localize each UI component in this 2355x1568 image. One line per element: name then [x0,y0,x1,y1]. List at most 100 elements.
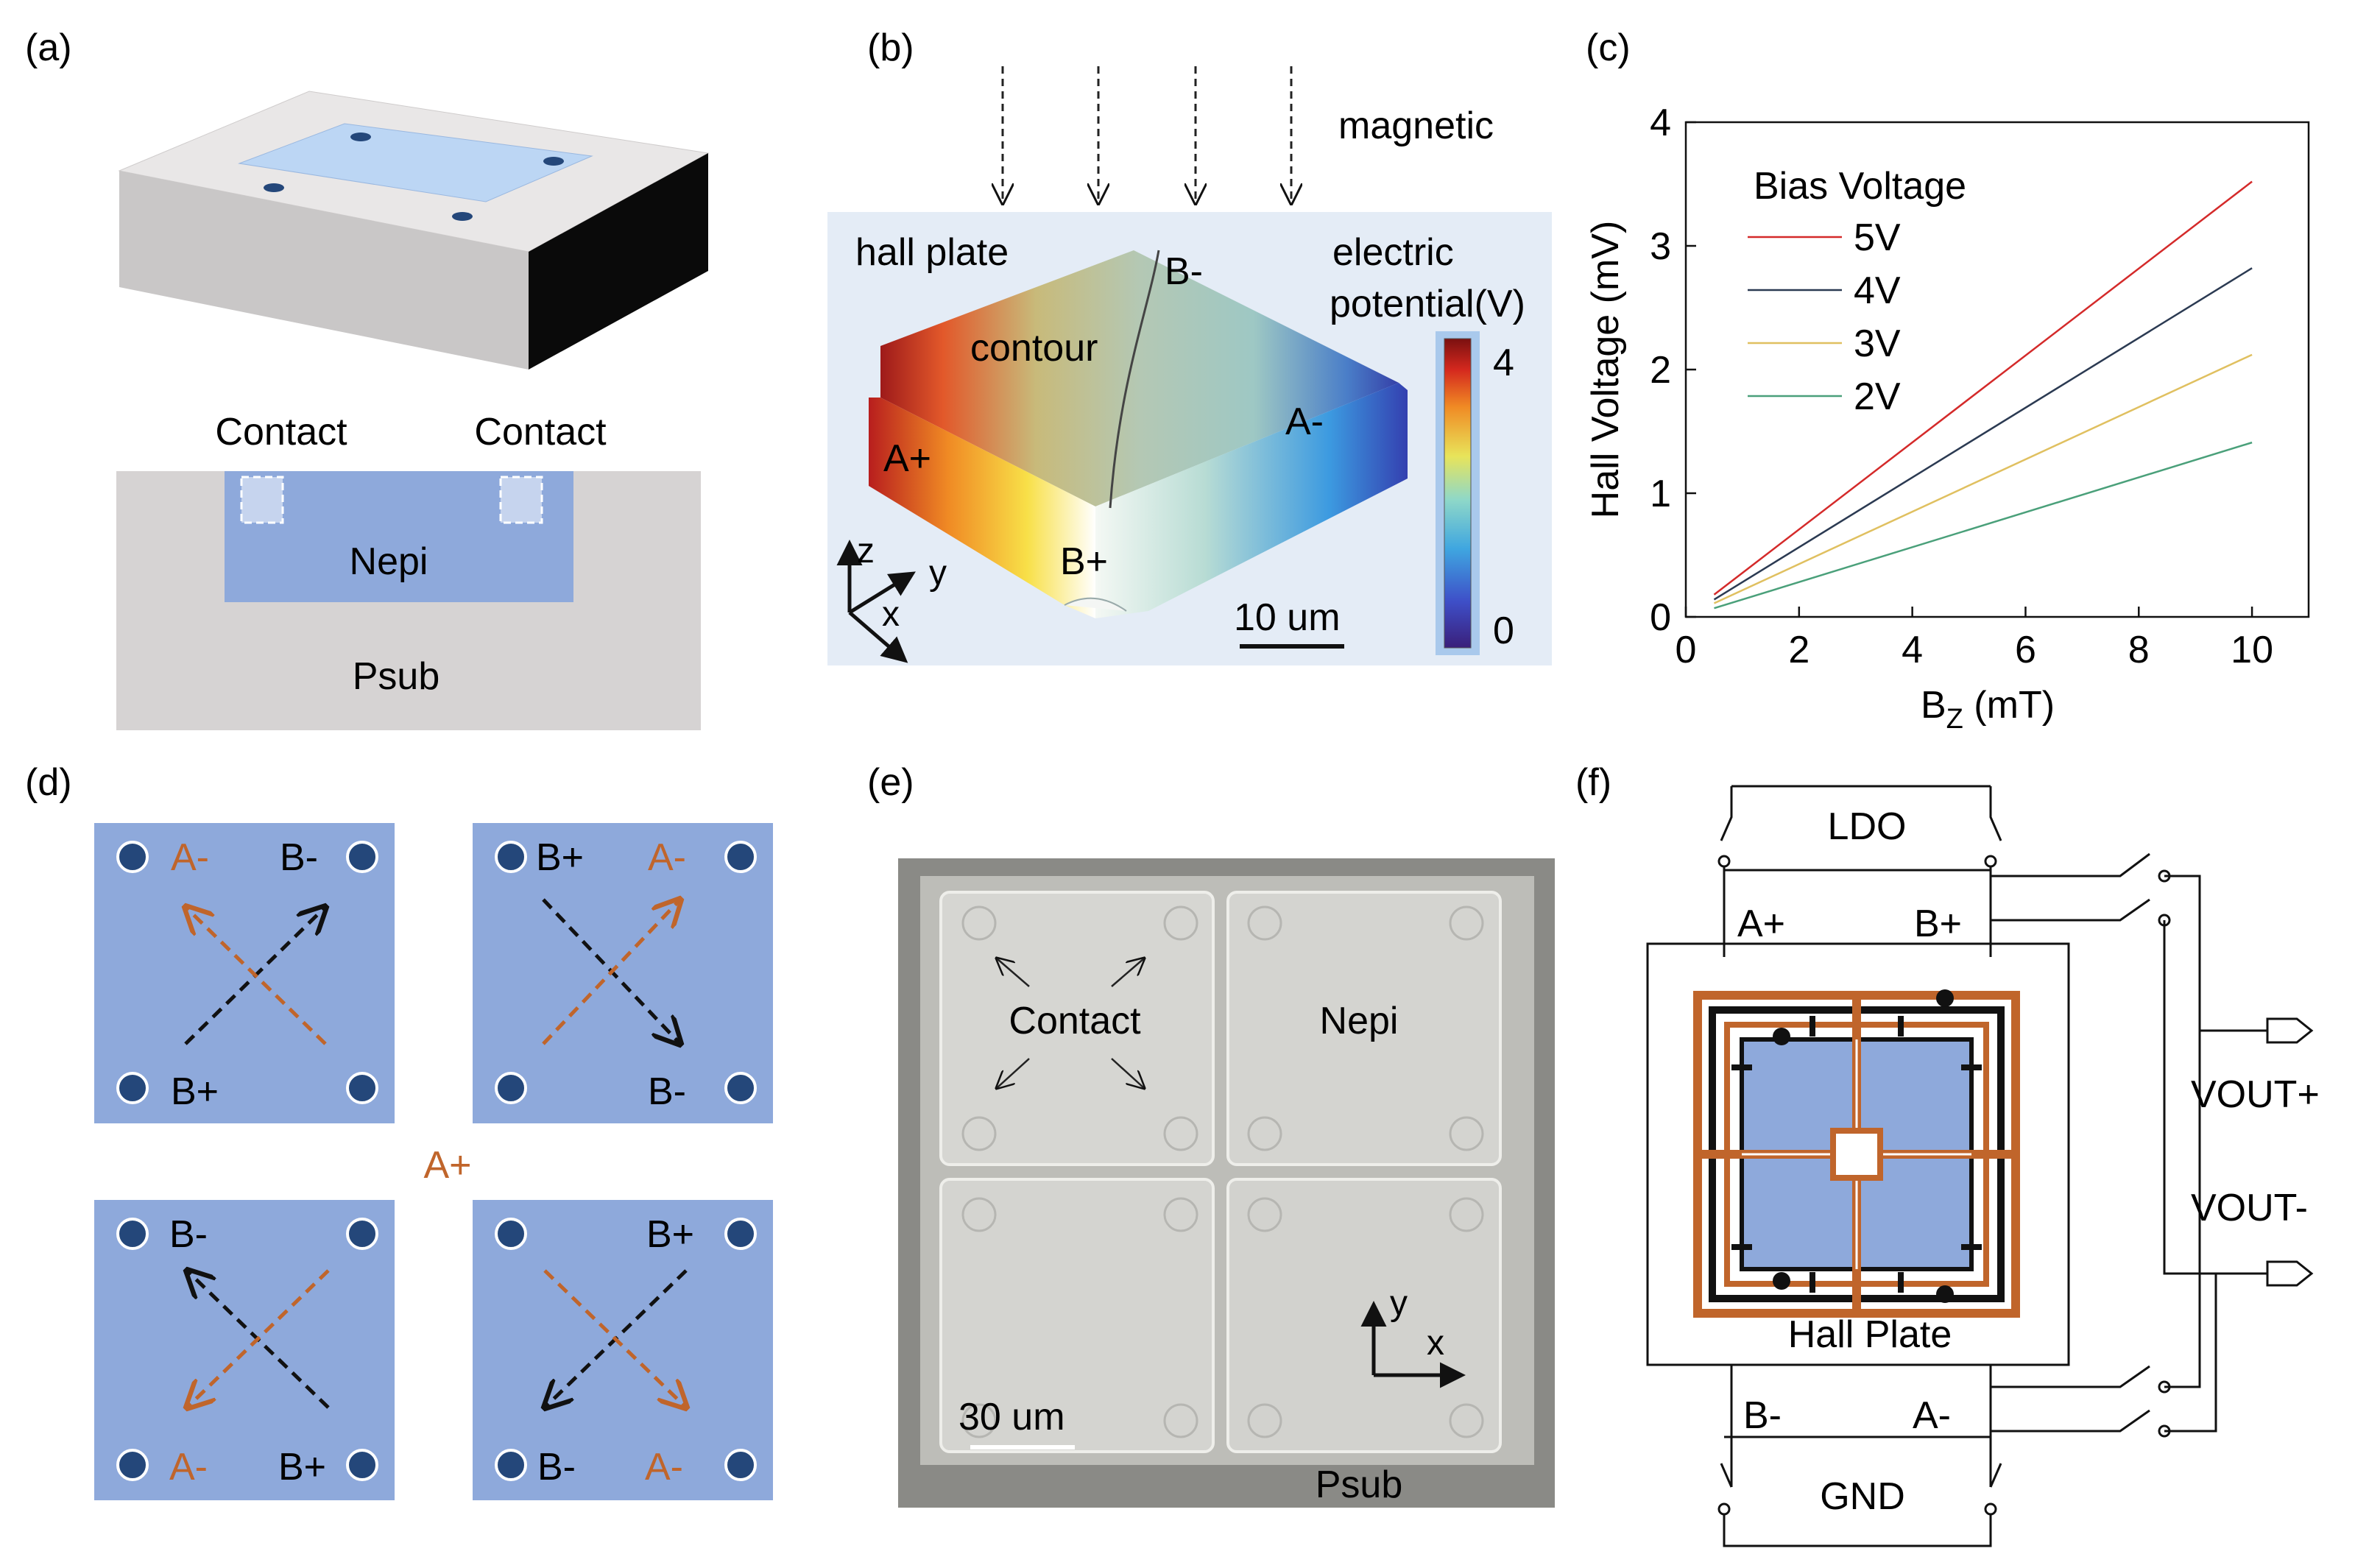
y-tick-label: 3 [1650,225,1671,268]
colorbar [1444,338,1472,649]
vout-plus-label: VOUT+ [2191,1073,2320,1116]
panel-e: (e) Contact Nepi Psub [867,761,1555,1508]
bottom-switch-1 [1991,1365,2150,1388]
panel-f: (f) [1575,761,2320,1547]
scale-bar-label: 30 um [958,1396,1065,1438]
chip-contact-dot [350,133,371,141]
x-axis-label-main: B [1921,684,1946,727]
micro-quadrant [1226,891,1502,1166]
current-quadrant-4: B+ B- A- [473,1200,773,1500]
vout-minus-label: VOUT- [2191,1187,2308,1229]
hall-plate-box [1646,942,2070,1366]
nepi-label: Nepi [1320,1000,1399,1042]
psub-label: Psub [353,655,440,698]
x-axis-label: BZ (mT) [1921,684,2055,735]
contact-dot [495,841,527,873]
terminal-b-minus: B- [1165,250,1203,293]
terminal-label-br: A- [645,1446,683,1488]
terminal-label-tl: A- [171,836,209,879]
terminal-label-br: B- [648,1070,686,1113]
legend-title: Bias Voltage [1754,165,1966,208]
contact-dot [346,1072,378,1104]
current-quadrant-2: B+ A- B- [473,823,773,1123]
contact-dot [116,1072,149,1104]
series-line-3V [1713,353,2253,604]
panel-a-label: (a) [25,27,72,69]
contact-dot [724,841,757,873]
contact-label: Contact [1009,1000,1141,1042]
electric-label: electric [1332,231,1454,274]
y-axis-label: Hall Voltage (mV) [1584,221,1627,519]
terminal-label-tl: B- [169,1213,208,1256]
ldo-label: LDO [1828,805,1907,848]
bottom-switch-2 [1991,1409,2150,1433]
contact-dot [346,841,378,873]
x-tick-label: 10 [2231,629,2273,671]
contact-dot [724,1218,757,1250]
contact-dot [495,1449,527,1481]
contact-pointer-arrows [997,958,1144,1088]
scale-bar-label: 10 um [1234,596,1341,639]
panel-b-label: (b) [867,27,914,69]
x-axis-label-unit: (mT) [1963,684,2055,727]
legend-label-2V: 2V [1854,375,1901,418]
contact-dot [116,841,149,873]
x-tick-label: 4 [1902,629,1923,671]
chip-contact-dot [452,212,473,221]
hall-current-arrow [543,1269,686,1408]
equipotential-contour [1109,250,1160,509]
y-tick-label: 4 [1650,102,1671,144]
axis-x-label: x [882,595,900,634]
contour-label: contour [970,327,1098,370]
vout-plus-port-icon [2266,1017,2314,1044]
magnetic-label: magnetic [1338,105,1494,147]
y-tick-label: 1 [1650,473,1671,515]
magnetic-field-arrows [1003,66,1291,203]
terminal-label-bl: B+ [171,1070,219,1113]
terminal-a-plus: A+ [883,437,931,480]
a-plus-label: A+ [1737,903,1785,945]
micro-quadrant [939,1178,1215,1453]
legend-label-5V: 5V [1854,216,1901,259]
schematic-wires [1646,785,2267,1547]
hall-plate-label: Hall Plate [1788,1313,1952,1356]
chip-front-face [119,171,529,370]
gnd-label: GND [1820,1475,1905,1518]
panel-f-label: (f) [1575,761,1611,804]
hall-plate-layout [1693,989,2020,1318]
hall-plate-label: hall plate [855,231,1009,274]
terminal-a-minus: A- [1285,400,1324,443]
gnd-wire [1723,1515,1992,1547]
panel-d-label: (d) [25,761,72,804]
colorbar-min-label: 0 [1493,610,1514,652]
top-switch-1 [1991,852,2150,877]
chip-side-face [529,153,708,370]
terminal-label-bl: B- [537,1446,576,1488]
vout-minus-port-icon [2266,1260,2314,1287]
hall-current-arrow [186,907,327,1045]
series-line-5V [1713,180,2253,596]
hall-plate-left-face [869,398,1095,618]
micro-contact-dots [961,905,1484,1438]
hall-plate-right-face [1095,383,1408,618]
contact-label-right: Contact [474,411,607,453]
ldo-right-switch [1989,786,2002,841]
plate-quadrant [473,823,773,1123]
micro-quadrant [1226,1178,1502,1453]
ldo-left-switch [1720,786,1733,841]
contact-dot [495,1072,527,1104]
panel-e-label: (e) [867,761,914,804]
hall-current-arrow [542,900,680,1045]
terminal-label-tr: B+ [646,1213,694,1256]
plate-quadrant [94,823,395,1123]
terminal-label-tr: A- [648,836,686,879]
panel-a: (a) Contact Contact Nepi Psub [25,27,710,730]
panel-c-label: (c) [1586,27,1631,69]
terminal-label-bl: A- [169,1446,208,1488]
x-tick-label: 2 [1788,629,1809,671]
hall-current-arrow [187,1269,330,1408]
potential-label: potential(V) [1330,283,1525,325]
